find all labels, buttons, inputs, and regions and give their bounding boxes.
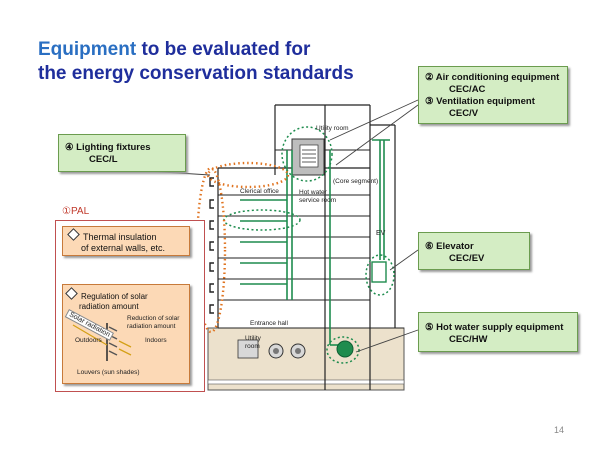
- solar-line1: Regulation of solar: [81, 292, 148, 301]
- pal-label: ①PAL: [62, 206, 90, 217]
- lighting-box: ④ Lighting fixtures CEC/L: [58, 134, 186, 172]
- reduction-label: Reduction of solar radiation amount: [127, 315, 179, 331]
- solar-line2: radiation amount: [79, 302, 139, 311]
- solar-heading: Regulation of solar radiation amount: [65, 287, 148, 312]
- solar-regulation-box: Regulation of solar radiation amount Sol…: [62, 284, 190, 384]
- elevator-car: [371, 261, 387, 283]
- reduction-line1: Reduction of solar: [127, 315, 180, 322]
- elevator-box: ⑥ Elevator CEC/EV: [418, 232, 530, 270]
- utility-room-top-label: Utility room: [316, 125, 349, 132]
- utility-room-bottom-label: Utility room: [245, 335, 261, 351]
- air-line4: CEC/V: [449, 108, 479, 119]
- lighting-line1: ④ Lighting fixtures: [65, 142, 151, 153]
- reduced-rays: [118, 340, 132, 356]
- core-segment-label: (Core segment): [333, 178, 379, 185]
- insulation-line2: of external walls, etc.: [81, 243, 166, 253]
- insulation-line1: Thermal insulation: [83, 232, 157, 242]
- outdoors-label: Outdoors: [75, 337, 102, 344]
- hot-water-room-label: Hot water service room: [299, 189, 336, 205]
- external-wall-markers: [209, 177, 214, 314]
- clerical-office-label: Clerical office: [240, 188, 279, 195]
- air-line1: ② Air conditioning equipment: [425, 72, 560, 83]
- ev-label: EV: [376, 230, 386, 237]
- reduction-line2: radiation amount: [127, 323, 176, 330]
- boiler-1-core: [273, 348, 279, 354]
- hvac-grille-lines: [302, 149, 316, 163]
- hvac-grille: [299, 144, 319, 168]
- lighting-highlight-group: [195, 161, 290, 334]
- hot-water-tank: [336, 340, 354, 358]
- hot-water-supply-box: ⑤ Hot water supply equipment CEC/HW: [418, 312, 578, 352]
- air-line2: CEC/AC: [449, 84, 486, 95]
- entrance-hall-label: Entrance hall: [250, 320, 288, 327]
- air-line3: ③ Ventilation equipment: [425, 96, 535, 107]
- ac-ventilation-highlight: [281, 126, 333, 182]
- utility-line2: room: [245, 343, 260, 350]
- boiler-2-core: [295, 348, 301, 354]
- page-number: 14: [554, 425, 565, 435]
- title-line2: the energy conservation standards: [38, 63, 354, 84]
- title-accent: Equipment: [38, 39, 137, 60]
- ground-slab: [207, 379, 405, 385]
- elevator-line1: ⑥ Elevator: [425, 241, 474, 252]
- louvers-label: Louvers (sun shades): [77, 369, 140, 376]
- louver-slats: [108, 326, 118, 356]
- hot-water-line2: service room: [299, 197, 337, 204]
- indoors-label: Indoors: [145, 337, 167, 344]
- lighting-highlight: [206, 161, 290, 189]
- floor-slabs: [218, 149, 404, 329]
- office-duct-highlight: [223, 209, 301, 231]
- elevator-highlight: [365, 254, 395, 296]
- basement-foundation: [207, 327, 405, 391]
- lighting-line2: CEC/L: [89, 154, 118, 165]
- hotwater-highlight: [326, 336, 360, 364]
- slide-title: Equipment to be evaluated for the energy…: [38, 38, 354, 86]
- hotwater-line2: CEC/HW: [449, 334, 488, 345]
- wall-pal-highlight: [195, 166, 227, 334]
- title-line1: to be evaluated for: [136, 39, 311, 60]
- green-pipes: [240, 139, 390, 346]
- utility-line1: Utility: [245, 335, 261, 342]
- elevator-line2: CEC/EV: [449, 253, 485, 264]
- utility-room-equipment: [237, 339, 259, 359]
- hotwater-line1: ⑤ Hot water supply equipment: [425, 322, 564, 333]
- thermal-insulation-box: Thermal insulation of external walls, et…: [62, 226, 190, 256]
- hot-water-line1: Hot water: [299, 189, 327, 196]
- air-ventilation-box: ② Air conditioning equipment CEC/AC ③ Ve…: [418, 66, 568, 124]
- highlight-ellipses: [223, 126, 395, 364]
- diamond-bullet-icon: [67, 228, 80, 241]
